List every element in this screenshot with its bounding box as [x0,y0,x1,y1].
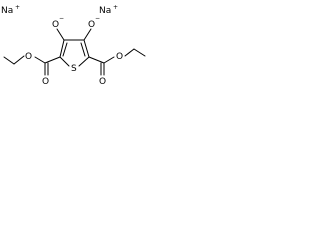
sulfur-label: S [71,64,77,74]
bond-ester-right-ether [103,56,115,64]
oxide-right-charge: − [95,15,100,22]
sodium-left-charge: + [15,4,20,11]
sodium-right-label: Na [99,6,111,16]
bond-ethyl-right-ch3 [133,48,146,57]
bond-c4-c5 [83,39,90,58]
bond-ester-left-ether [34,56,46,64]
bond-c4-c5-inner [80,42,86,57]
bond-c5-s [78,56,90,67]
bond-ethyl-left-ch2 [13,55,25,65]
ester-right-carbonyl-oxygen: O [99,77,106,87]
ester-left-ether-oxygen: O [25,52,32,62]
bond-lines [3,28,146,76]
oxide-left-charge: − [59,15,64,22]
bond-c4-o [83,28,92,41]
bond-c3-o [56,28,65,41]
oxide-right-label: O [88,20,95,30]
ester-right-ether-oxygen: O [116,52,123,62]
structural-formula: Na + Na + O − O − S O O O O [1,4,146,87]
atom-labels: Na + Na + O − O − S O O O O [1,4,123,87]
bond-c2-c3-inner [62,42,68,57]
oxide-left-label: O [52,20,59,30]
bond-c2-c3 [59,39,65,58]
sodium-right-charge: + [113,4,118,11]
ester-left-carbonyl-oxygen: O [42,77,49,87]
bond-s-c2 [59,56,70,67]
bond-ethyl-left-ch3 [3,56,15,65]
sodium-left-label: Na [1,6,13,16]
bond-c5-ester-right [88,56,105,64]
bond-ethyl-right-ch2 [124,48,135,57]
bond-c2-ester-left [44,56,61,64]
